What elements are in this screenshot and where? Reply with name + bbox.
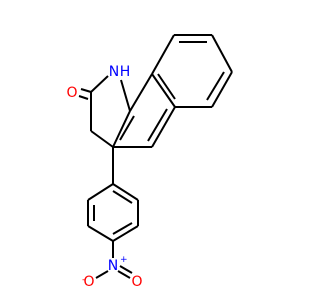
molecule-structure-diagram: O N H N + O - O	[66, 34, 233, 290]
bond	[78, 95, 89, 100]
bond	[112, 222, 133, 235]
bond	[117, 270, 131, 279]
bond	[119, 115, 135, 141]
bond	[151, 106, 176, 148]
bond	[90, 130, 114, 148]
nitro-oxygen-left-charge: -	[82, 275, 85, 285]
bond	[211, 34, 233, 73]
bond	[80, 88, 92, 93]
nitro-nitrogen-label: N	[108, 258, 118, 274]
bond	[129, 73, 153, 112]
bond	[112, 190, 133, 204]
bond	[87, 183, 114, 201]
bond	[112, 110, 131, 148]
atom-labels: O N H N + O - O	[66, 64, 142, 290]
bond	[90, 75, 109, 93]
bond	[151, 73, 176, 108]
bond-lines	[78, 34, 233, 279]
bond	[151, 34, 175, 75]
bond	[112, 183, 139, 201]
bond	[120, 79, 131, 112]
bond	[87, 225, 114, 242]
bond	[95, 270, 109, 279]
ring-nitrogen-hydrogen-label: H	[120, 64, 131, 80]
bond	[157, 73, 176, 100]
nitro-nitrogen-charge: +	[120, 255, 128, 265]
bond	[206, 71, 225, 101]
nitro-oxygen-right-label: O	[131, 274, 142, 290]
bond	[119, 265, 133, 274]
bond	[211, 71, 233, 108]
bond	[147, 108, 168, 142]
ring-nitrogen-label: N	[109, 64, 119, 80]
nitro-oxygen-left-label: O	[83, 274, 94, 290]
carbonyl-oxygen-label: O	[66, 85, 77, 101]
bond	[112, 225, 139, 242]
